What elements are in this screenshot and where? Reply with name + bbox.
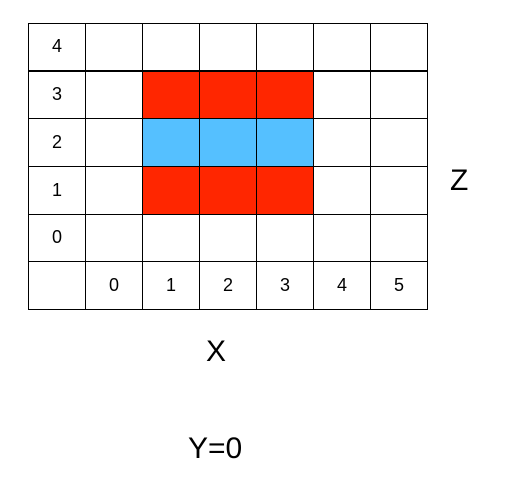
- empty-cell: [86, 166, 143, 215]
- empty-cell: [371, 24, 428, 72]
- x-tick-label: 2: [200, 262, 257, 310]
- z-tick-label: 2: [29, 119, 86, 167]
- x-tick-label: 0: [86, 262, 143, 310]
- empty-cell: [371, 119, 428, 167]
- filled-cell-red: [143, 166, 200, 215]
- z-tick-label: 4: [29, 24, 86, 72]
- empty-cell: [371, 166, 428, 215]
- slice-label: Y=0: [188, 432, 243, 465]
- filled-cell-red: [200, 166, 257, 215]
- x-tick-label: 1: [143, 262, 200, 310]
- empty-cell: [257, 24, 314, 72]
- empty-cell: [200, 214, 257, 263]
- empty-cell: [257, 214, 314, 263]
- empty-cell: [86, 71, 143, 120]
- empty-cell: [314, 71, 371, 120]
- filled-cell-blue: [143, 119, 200, 167]
- x-tick-label: 4: [314, 262, 371, 310]
- z-tick-label: 1: [29, 166, 86, 215]
- empty-cell: [86, 24, 143, 72]
- empty-cell: [314, 24, 371, 72]
- empty-cell: [143, 214, 200, 263]
- empty-cell: [314, 166, 371, 215]
- empty-cell: [86, 214, 143, 263]
- empty-cell: [314, 214, 371, 263]
- filled-cell-red: [257, 71, 314, 120]
- z-tick-label: 0: [29, 214, 86, 263]
- filled-cell-red: [200, 71, 257, 120]
- empty-cell: [371, 214, 428, 263]
- empty-cell: [200, 24, 257, 72]
- empty-cell: [314, 119, 371, 167]
- corner-cell: [29, 262, 86, 310]
- empty-cell: [143, 24, 200, 72]
- x-tick-label: 5: [371, 262, 428, 310]
- filled-cell-blue: [200, 119, 257, 167]
- z-axis-label: Z: [450, 164, 469, 197]
- x-tick-label: 3: [257, 262, 314, 310]
- empty-cell: [86, 119, 143, 167]
- z-tick-label: 3: [29, 71, 86, 120]
- empty-cell: [371, 71, 428, 120]
- filled-cell-blue: [257, 119, 314, 167]
- filled-cell-red: [143, 71, 200, 120]
- x-axis-label: X: [206, 335, 227, 368]
- filled-cell-red: [257, 166, 314, 215]
